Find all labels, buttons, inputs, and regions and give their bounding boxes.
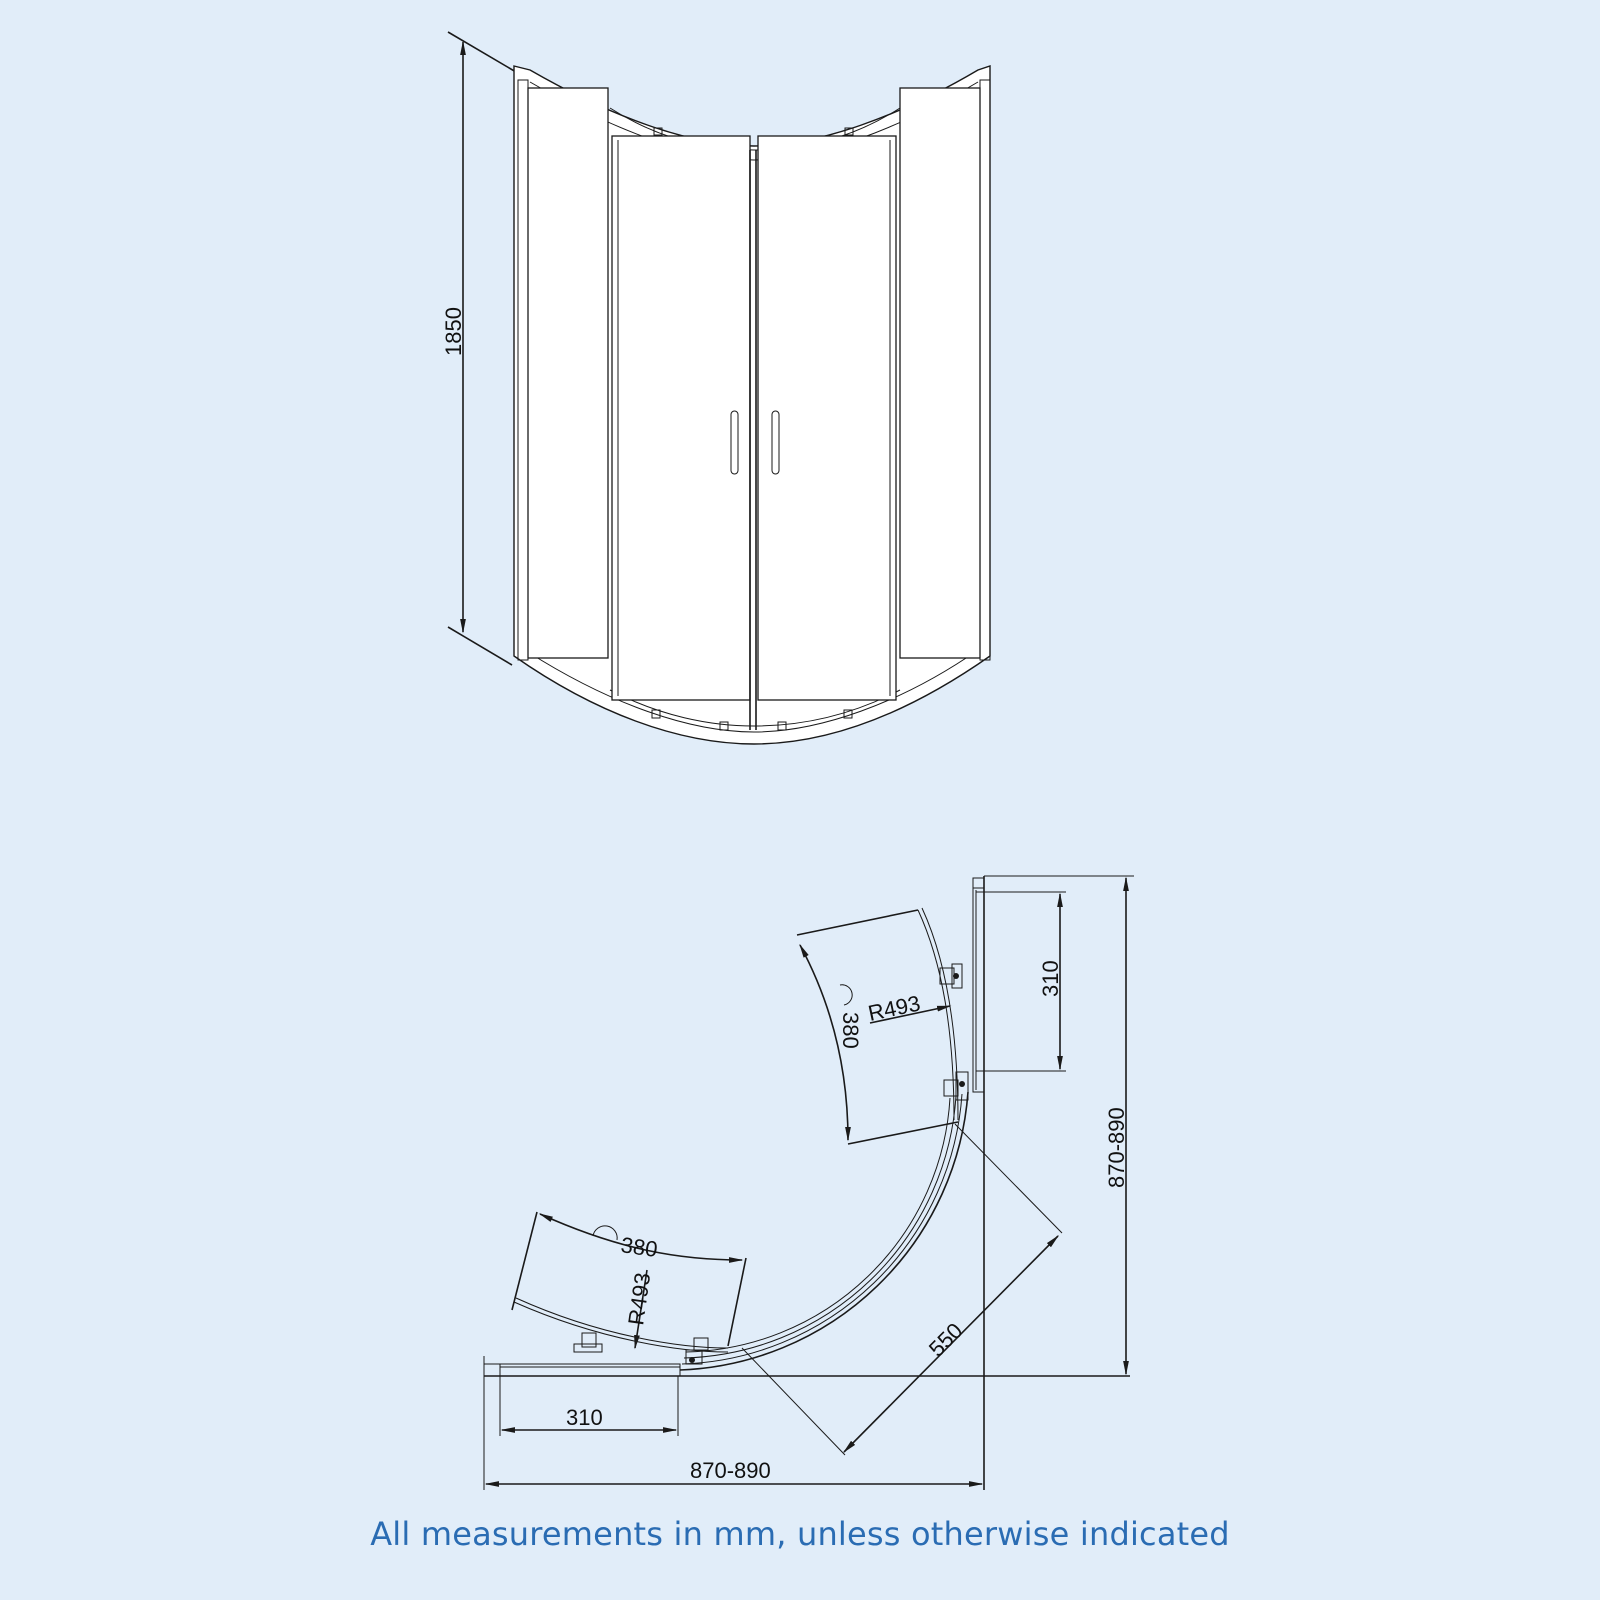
depth-label: 870-890 — [1104, 1107, 1129, 1188]
bottom-door-radius-label: R493 — [623, 1271, 655, 1327]
bottom-door-arc-label: 380 — [619, 1232, 659, 1262]
width-dimension: 870-890 — [483, 1356, 984, 1490]
door-handles — [730, 410, 780, 475]
right-door-panel — [757, 135, 897, 701]
right-return-dimension: 310 — [976, 891, 1066, 1072]
entry-dimension: 550 — [741, 1123, 1063, 1456]
elevation-view: 1850 — [441, 31, 991, 745]
right-return-label: 310 — [1038, 960, 1063, 997]
measurement-note: All measurements in mm, unless otherwise… — [370, 1515, 1230, 1553]
top-door-arc-label: 380 — [838, 1012, 863, 1049]
right-fixed-panel — [899, 87, 981, 659]
width-label: 870-890 — [690, 1458, 771, 1483]
bottom-door-swing: R493 380 — [511, 1211, 747, 1365]
plan-view: R493 380 R493 380 — [483, 875, 1134, 1490]
bottom-return-dimension: 310 — [499, 1376, 679, 1436]
left-fixed-panel — [527, 87, 609, 659]
bottom-return-label: 310 — [566, 1405, 603, 1430]
depth-dimension: 870-890 — [984, 875, 1134, 1376]
top-door-radius-label: R493 — [866, 991, 923, 1026]
height-label: 1850 — [441, 307, 466, 356]
bottom-rollers — [651, 709, 853, 731]
height-dimension: 1850 — [441, 31, 517, 666]
left-door-panel — [611, 135, 751, 701]
top-door-swing: R493 380 — [796, 907, 969, 1145]
entry-width-label: 550 — [924, 1318, 968, 1362]
